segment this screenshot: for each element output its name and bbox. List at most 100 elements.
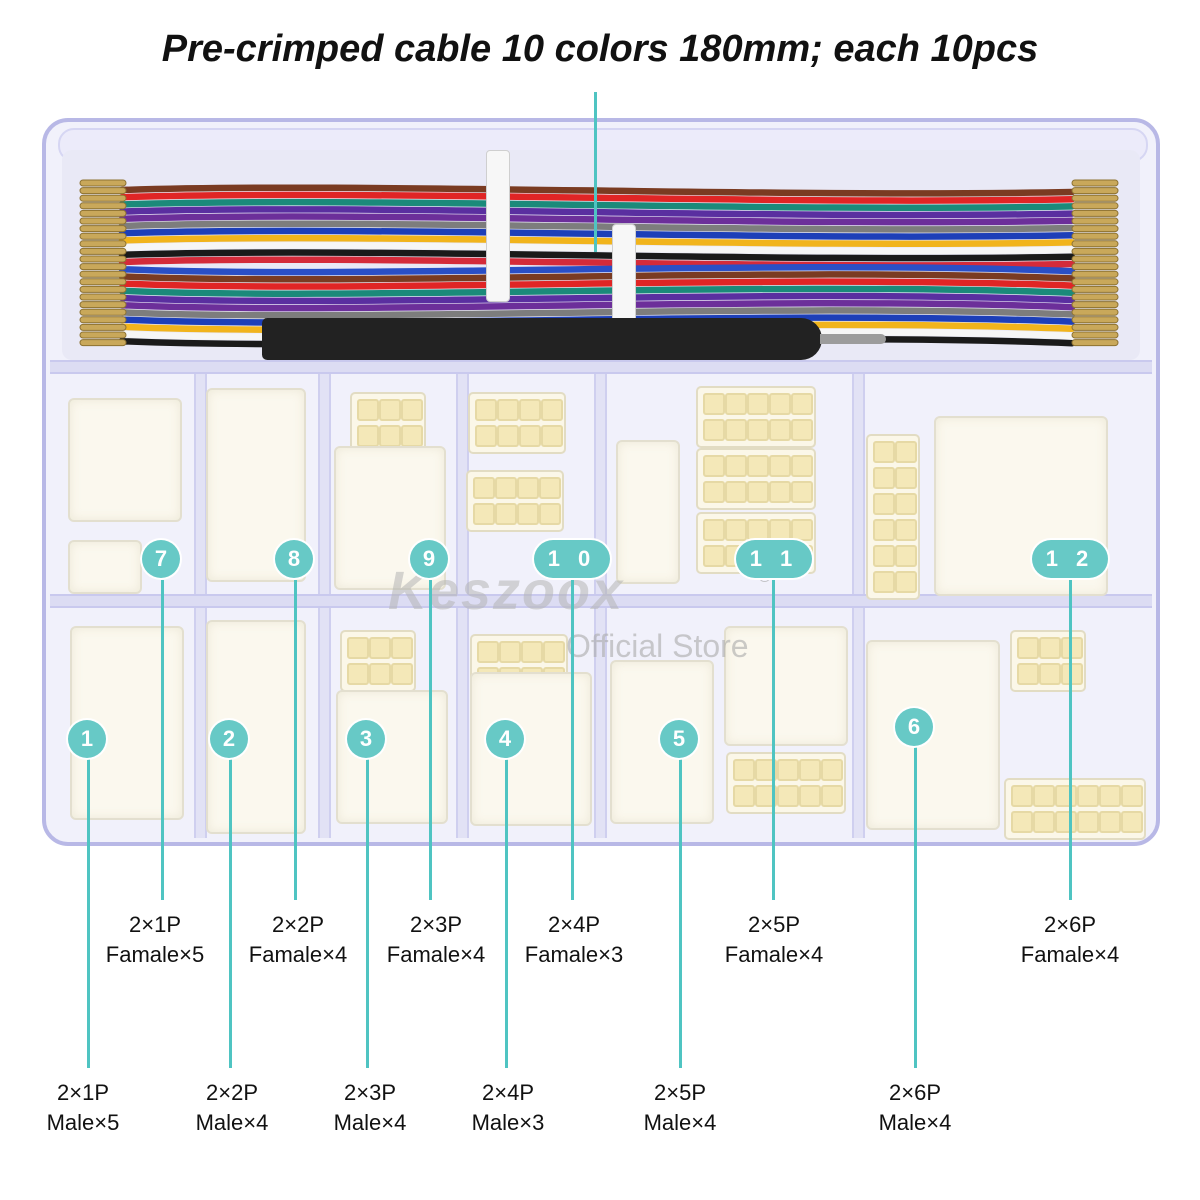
caption-size: 2×4P: [482, 1080, 534, 1105]
wire: [118, 220, 1076, 233]
connector-2x1p-female: [68, 398, 182, 522]
wire: [118, 271, 1076, 283]
caption-qty: Famale×4: [386, 942, 486, 967]
tweezer-tip: [820, 334, 886, 344]
crimp-terminal: [1071, 209, 1119, 217]
crimp-terminal: [79, 232, 127, 240]
wire: [118, 198, 1076, 212]
leader-10: [571, 580, 574, 900]
connector-2x6p-male: [866, 640, 1000, 830]
pre-crimped-cables: [79, 179, 1119, 348]
connector-2x5p-female-b: [696, 448, 816, 510]
caption-male-2x5p: 2×5P Male×4: [600, 1078, 760, 1138]
caption-size: 2×1P: [57, 1080, 109, 1105]
caption-qty: Famale×3: [524, 942, 624, 967]
crimp-terminal: [79, 270, 127, 278]
leader-1: [87, 758, 90, 1068]
caption-qty: Male×5: [46, 1110, 120, 1135]
crimp-terminal: [79, 278, 127, 286]
crimp-terminal: [79, 202, 127, 210]
caption-qty: Male×4: [643, 1110, 717, 1135]
connector-2x6p-male-pins: [1004, 778, 1146, 840]
caption-qty: Famale×4: [724, 942, 824, 967]
crimp-terminal: [1071, 247, 1119, 255]
caption-female-2x4p: 2×4P Famale×3: [494, 910, 654, 970]
crimp-terminal: [1071, 179, 1119, 187]
leader-7: [161, 580, 164, 900]
crimp-terminal: [79, 331, 127, 339]
caption-male-2x1p: 2×1P Male×5: [3, 1078, 163, 1138]
connector-2x6p-female: [866, 434, 920, 600]
connector-2x4p-female-b: [466, 470, 564, 532]
badge-1: 1: [68, 720, 106, 758]
badge-9: 9: [410, 540, 448, 578]
tweezer: [262, 318, 822, 360]
crimp-terminal: [1071, 316, 1119, 324]
caption-male-2x2p: 2×2P Male×4: [152, 1078, 312, 1138]
crimp-terminal: [1071, 263, 1119, 271]
crimp-terminal: [79, 308, 127, 316]
divider-row1-5: [852, 374, 865, 594]
crimp-terminal: [79, 194, 127, 202]
badge-3: 3: [347, 720, 385, 758]
wire: [118, 206, 1076, 219]
crimp-terminal: [1071, 202, 1119, 210]
crimp-terminal: [1071, 339, 1119, 347]
leader-8: [294, 580, 297, 900]
crimp-terminal: [1071, 293, 1119, 301]
crimp-terminal: [1071, 301, 1119, 309]
wire: [118, 292, 1076, 305]
connector-2x5p-female: [696, 386, 816, 448]
crimp-terminal: [1071, 217, 1119, 225]
caption-size: 2×6P: [1044, 912, 1096, 937]
caption-qty: Male×4: [333, 1110, 407, 1135]
crimp-terminal: [79, 187, 127, 195]
caption-female-2x2p: 2×2P Famale×4: [218, 910, 378, 970]
crimp-terminal: [1071, 278, 1119, 286]
connector-2x4p-female: [468, 392, 566, 454]
badge-6: 6: [895, 708, 933, 746]
divider-row2-4: [594, 608, 607, 838]
caption-size: 2×4P: [548, 912, 600, 937]
crimp-terminal: [79, 217, 127, 225]
divider-row1-4: [594, 374, 607, 594]
badge-4: 4: [486, 720, 524, 758]
connector-2x5p-female-small: [616, 440, 680, 584]
wire: [118, 184, 1076, 197]
connector-2x5p-male-pins: [726, 752, 846, 814]
wire: [118, 234, 1076, 248]
wire: [118, 249, 1076, 262]
leader-11: [772, 580, 775, 900]
caption-female-2x1p: 2×1P Famale×5: [75, 910, 235, 970]
crimp-terminal: [79, 179, 127, 187]
crimp-terminal: [79, 247, 127, 255]
connector-2x3p-male-pins: [340, 630, 416, 692]
crimp-terminal: [79, 225, 127, 233]
crimp-terminal: [1071, 331, 1119, 339]
headline: Pre-crimped cable 10 colors 180mm; each …: [161, 28, 1039, 70]
divider-row2-2: [318, 608, 331, 838]
crimp-terminal: [1071, 225, 1119, 233]
divider-cable-bay: [50, 360, 1152, 374]
crimp-terminal: [79, 263, 127, 271]
caption-qty: Famale×4: [1020, 942, 1120, 967]
cable-tie-right: [612, 224, 636, 336]
leader-6: [914, 746, 917, 1068]
crimp-terminal: [1071, 240, 1119, 248]
badge-5: 5: [660, 720, 698, 758]
crimp-terminal: [79, 209, 127, 217]
divider-row1-2: [318, 374, 331, 594]
leader-12: [1069, 580, 1072, 900]
badge-11: 1 1: [736, 540, 812, 578]
caption-size: 2×6P: [889, 1080, 941, 1105]
crimp-terminal: [1071, 255, 1119, 263]
caption-female-2x5p: 2×5P Famale×4: [694, 910, 854, 970]
caption-size: 2×2P: [206, 1080, 258, 1105]
crimp-terminal: [79, 285, 127, 293]
caption-female-2x6p: 2×6P Famale×4: [990, 910, 1150, 970]
caption-size: 2×5P: [654, 1080, 706, 1105]
leader-9: [429, 580, 432, 900]
leader-4: [505, 758, 508, 1068]
leader-5: [679, 758, 682, 1068]
crimp-terminal: [79, 293, 127, 301]
